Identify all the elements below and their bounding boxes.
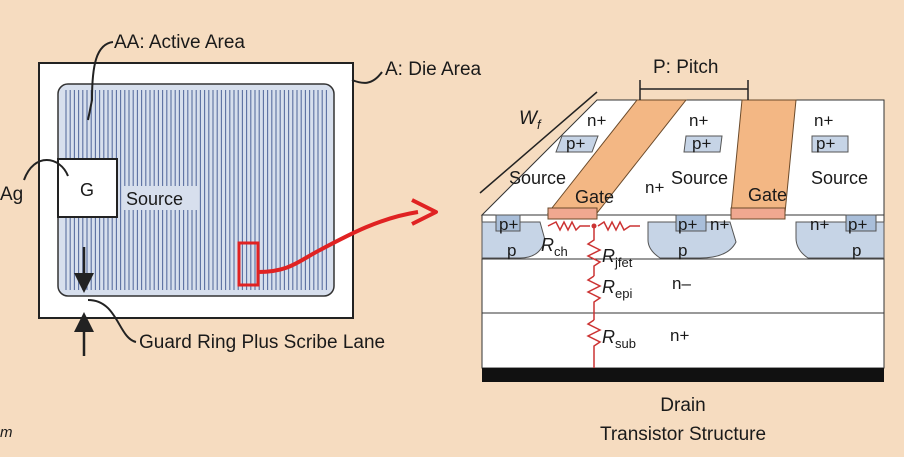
front-p-plus-right: p+ [848,215,867,234]
zoom-callout [237,198,438,287]
p-plus-left-box [495,214,521,232]
top-p-plus-2-box [683,135,723,153]
top-n-plus-2: n+ [689,111,708,130]
guard-ring-leader [87,299,137,343]
p-plus-mid-box [675,214,707,232]
gate-area-label: Ag [0,184,23,205]
active-area-leader [87,41,114,121]
gate-label-1: Gate [575,187,614,207]
drain-metal [482,368,884,382]
die-area-leader [351,71,383,84]
resistor-node [591,223,597,229]
resistor-network [547,220,640,368]
die-area: G Source Ag AA: Active Area A: Die Area … [0,32,482,441]
transistor-structure: Wf P: Pitch n+ p+ n+ p+ n+ p+ Source Sou… [479,57,885,445]
front-n-plus-right: n+ [810,215,829,234]
front-p-mid: p [678,241,687,260]
top-p-plus-1: p+ [566,134,585,153]
guard-ring-label: Guard Ring Plus Scribe Lane [139,332,385,353]
source-label: Source [126,189,183,209]
top-p-plus-2: p+ [692,134,711,153]
r-epi-label: Repi [602,277,632,301]
r-epi-zigzag [586,275,602,320]
r-sub-zigzag [586,319,602,368]
top-n-plus-3: n+ [814,111,833,130]
front-n-plus-mid2: n+ [710,215,729,234]
epi-layer [481,258,885,314]
gate-pad [57,158,118,218]
source-label-2: Source [671,168,728,188]
top-p-plus-1-box [555,135,599,153]
zoom-box [237,241,260,287]
n-plus-sub-label: n+ [670,326,689,345]
gate-1-oxide [547,207,598,220]
front-n-plus-mid: n+ [645,178,664,197]
die-area-label: A: Die Area [385,59,482,80]
pitch-label: P: Pitch [653,57,718,78]
r-jfet-label: Rjfet [602,246,633,270]
caption: Transistor Structure [600,424,766,445]
source-label-3: Source [811,168,868,188]
source-label-bg [123,186,197,210]
n-minus-label: n– [672,274,691,293]
drain-label: Drain [660,395,705,416]
source-label-1: Source [509,168,566,188]
r-ch-label: Rch [541,235,568,259]
front-p-plus-mid: p+ [678,215,697,234]
r-ch-zigzag-right [597,220,640,232]
gate-area-leader [23,159,69,181]
gate-2-oxide [730,207,786,220]
width-label: Wf [519,108,542,132]
gate-label-2: Gate [748,185,787,205]
p-plus-right-box [845,214,877,232]
top-n-plus-1: n+ [587,111,606,130]
zoom-arrow-line [257,210,419,274]
r-jfet-zigzag [586,226,602,276]
zoom-arrow-head [411,198,438,226]
top-p-plus-3-box [811,135,849,153]
top-p-plus-3: p+ [816,134,835,153]
front-p-plus-left: p+ [499,215,518,234]
gate-pad-label: G [80,180,94,200]
r-sub-label: Rsub [602,327,636,351]
front-p-right: p [852,241,861,260]
corner-fragment: m [0,424,13,441]
front-p-left: p [507,241,516,260]
p-well-middle [647,221,737,259]
r-ch-zigzag-left [547,220,590,232]
width-dimension-line [479,91,598,194]
active-area-label: AA: Active Area [114,32,245,53]
